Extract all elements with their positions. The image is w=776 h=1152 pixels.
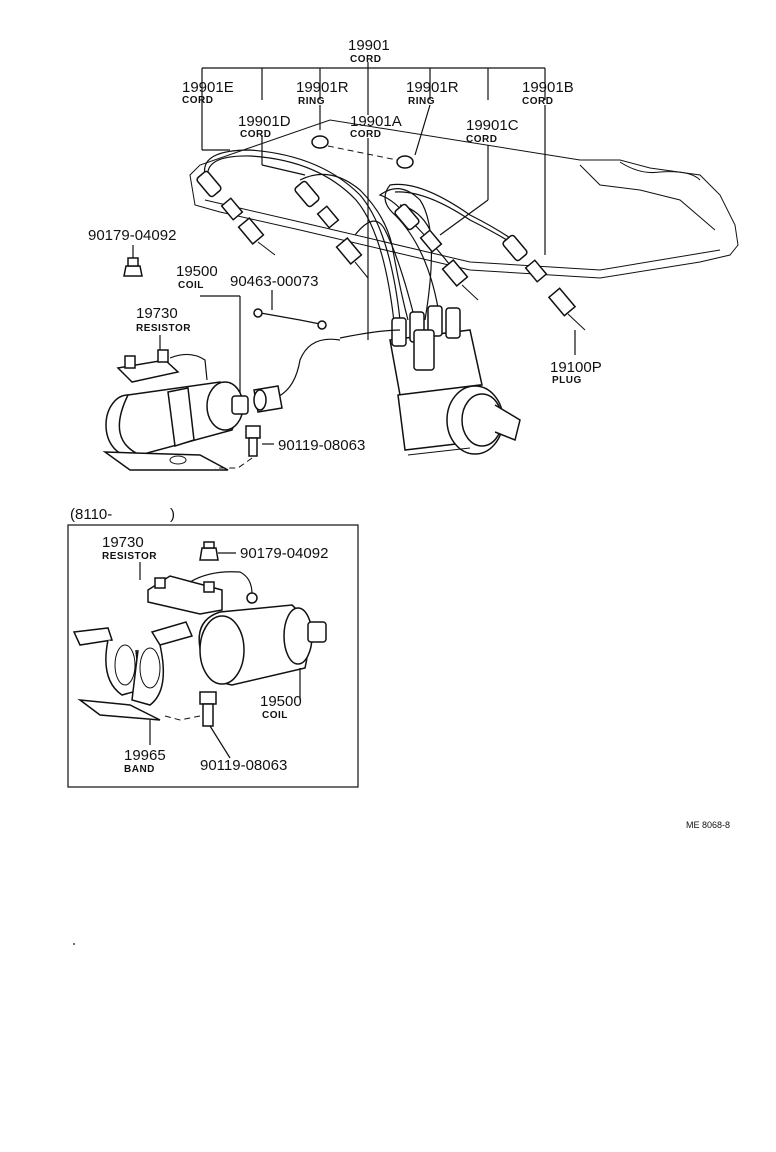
callout-19901-number: 19901 xyxy=(348,37,390,54)
svg-text:19730: 19730 xyxy=(102,534,144,551)
svg-text:RESISTOR: RESISTOR xyxy=(102,551,157,562)
svg-text:RING: RING xyxy=(298,96,325,107)
svg-text:CORD: CORD xyxy=(522,96,553,107)
inset-callout-19500: 19500 COIL xyxy=(260,693,302,721)
spark-plugs-top xyxy=(196,170,586,331)
callout-19901-name: CORD xyxy=(350,54,381,65)
ignition-coil-top xyxy=(102,381,249,471)
callout-19901R-left: 19901R RING xyxy=(296,79,349,107)
svg-text:CORD: CORD xyxy=(240,129,271,140)
svg-text:19500: 19500 xyxy=(176,263,218,280)
svg-text:CORD: CORD xyxy=(350,129,381,140)
inset-range-label: (8110- xyxy=(70,506,112,523)
svg-text:19100P: 19100P xyxy=(550,359,602,376)
svg-text:CORD: CORD xyxy=(182,95,213,106)
ground-wire xyxy=(253,308,327,330)
svg-text:19901C: 19901C xyxy=(466,117,519,134)
callout-19901A: 19901A CORD xyxy=(350,113,402,140)
svg-text:19901D: 19901D xyxy=(238,113,291,130)
inset-bolt-90119 xyxy=(164,691,231,759)
svg-text:19901E: 19901E xyxy=(182,79,234,96)
inset-coil-19500 xyxy=(198,604,327,700)
svg-text:19730: 19730 xyxy=(136,305,178,322)
cord-set-bracket xyxy=(201,62,546,150)
leader-lines xyxy=(132,104,576,445)
svg-text:90179-04092: 90179-04092 xyxy=(240,545,328,562)
svg-text:PLUG: PLUG xyxy=(552,375,582,386)
inset-callout-90179: 90179-04092 xyxy=(240,545,328,562)
spark-plug-3 xyxy=(394,203,479,301)
callout-19500-top: 19500 COIL xyxy=(176,263,218,291)
svg-text:CORD: CORD xyxy=(466,134,497,145)
callout-90179-top: 90179-04092 xyxy=(88,227,176,244)
callout-90119-top: 90119-08063 xyxy=(278,437,365,454)
valve-cover xyxy=(189,119,739,279)
scan-speck xyxy=(73,943,75,945)
spark-plug-4 xyxy=(502,234,586,331)
svg-text:19901B: 19901B xyxy=(522,79,574,96)
coil-cord xyxy=(339,329,401,339)
bolt-90119-top xyxy=(215,425,261,469)
resistor-top xyxy=(116,349,208,383)
inset-range-close: ) xyxy=(170,506,175,523)
svg-text:90119-08063: 90119-08063 xyxy=(278,437,365,454)
callout-19100P: 19100P PLUG xyxy=(550,359,602,386)
spark-plug-wires xyxy=(203,149,524,323)
svg-text:19901R: 19901R xyxy=(406,79,459,96)
inset-resistor-19730 xyxy=(139,562,258,615)
spark-plug-2 xyxy=(294,180,369,279)
figure-code: ME 8068-8 xyxy=(686,820,730,830)
inset-callout-90119: 90119-08063 xyxy=(200,757,287,774)
coil-high-tension-cord xyxy=(253,338,341,413)
svg-text:19965: 19965 xyxy=(124,747,166,764)
bolt-90179-top xyxy=(123,257,143,277)
inset-callout-19965: 19965 BAND xyxy=(124,747,166,775)
svg-text:BAND: BAND xyxy=(124,764,155,775)
inset-band-19965 xyxy=(72,621,194,745)
svg-text:90179-04092: 90179-04092 xyxy=(88,227,176,244)
svg-text:RESISTOR: RESISTOR xyxy=(136,323,191,334)
callout-19901R-right: 19901R RING xyxy=(406,79,459,107)
svg-text:19500: 19500 xyxy=(260,693,302,710)
svg-text:COIL: COIL xyxy=(262,710,288,721)
callout-19901C: 19901C CORD xyxy=(466,117,519,145)
inset-nut-90179 xyxy=(199,541,236,561)
svg-text:19901A: 19901A xyxy=(350,113,402,130)
ring-right-part xyxy=(396,155,414,169)
ring-left-part xyxy=(311,135,329,149)
svg-text:19901R: 19901R xyxy=(296,79,349,96)
callout-19901B: 19901B CORD xyxy=(522,79,574,107)
callout-19901E: 19901E CORD xyxy=(182,79,234,106)
distributor xyxy=(389,305,521,456)
callout-19901: 19901 CORD xyxy=(348,37,390,65)
callout-19901D: 19901D CORD xyxy=(238,113,291,140)
spark-plug-1 xyxy=(196,170,276,256)
inset-callout-19730: 19730 RESISTOR xyxy=(102,534,157,562)
callout-19730-top: 19730 RESISTOR xyxy=(136,305,191,334)
svg-text:COIL: COIL xyxy=(178,280,204,291)
inset-panel: (8110- ) xyxy=(67,506,359,788)
svg-text:90463-00073: 90463-00073 xyxy=(230,273,318,290)
svg-text:RING: RING xyxy=(408,96,435,107)
callout-90463: 90463-00073 xyxy=(230,273,318,290)
svg-text:90119-08063: 90119-08063 xyxy=(200,757,287,774)
